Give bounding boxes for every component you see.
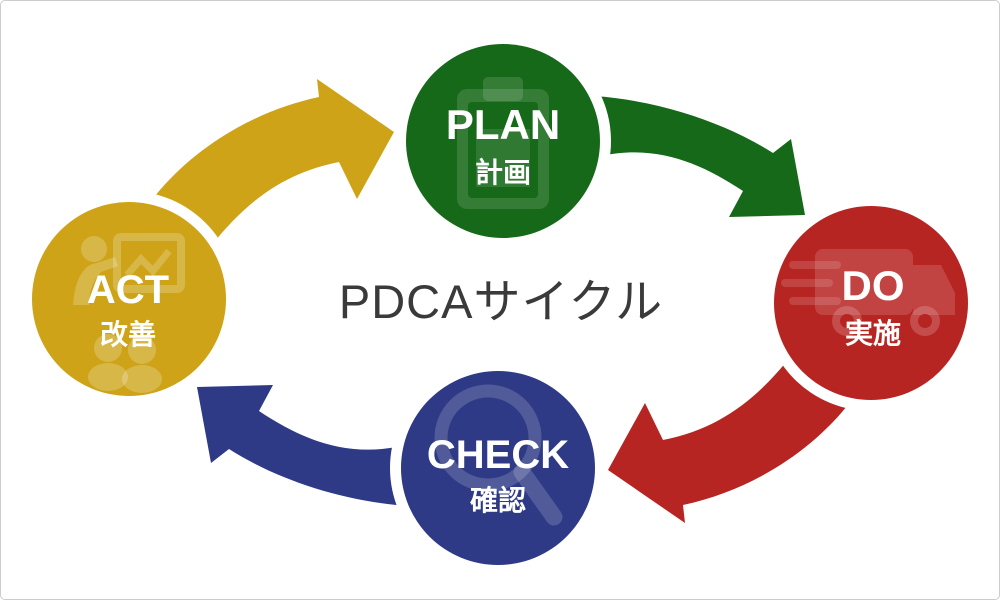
act-sublabel: 改善 (100, 319, 156, 350)
check-node: CHECK 確認 (401, 371, 595, 565)
act-circle (32, 202, 226, 396)
do-label: DO (842, 262, 905, 309)
arrow-do-to-check (608, 356, 851, 523)
diagram-title: PDCAサイクル (339, 275, 663, 328)
arrow-act-to-plan (151, 79, 394, 246)
truck-icon (781, 249, 955, 336)
do-circle (774, 206, 968, 400)
plan-node: PLAN 計画 (406, 44, 600, 238)
plan-sublabel: 計画 (475, 156, 531, 188)
check-sublabel: 確認 (470, 484, 526, 516)
clipboard-icon (457, 77, 549, 209)
act-label: ACT (87, 268, 169, 312)
do-node: DO 実施 (774, 206, 968, 400)
magnifier-icon (434, 384, 563, 526)
plan-label: PLAN (446, 101, 560, 148)
arrow-check-to-act (197, 385, 407, 506)
act-node: ACT 改善 (32, 202, 226, 396)
check-circle (401, 371, 595, 565)
presentation-icon (73, 233, 185, 393)
check-label: CHECK (427, 433, 569, 477)
do-sublabel: 実施 (845, 317, 901, 349)
arrow-plan-to-do (595, 96, 805, 217)
